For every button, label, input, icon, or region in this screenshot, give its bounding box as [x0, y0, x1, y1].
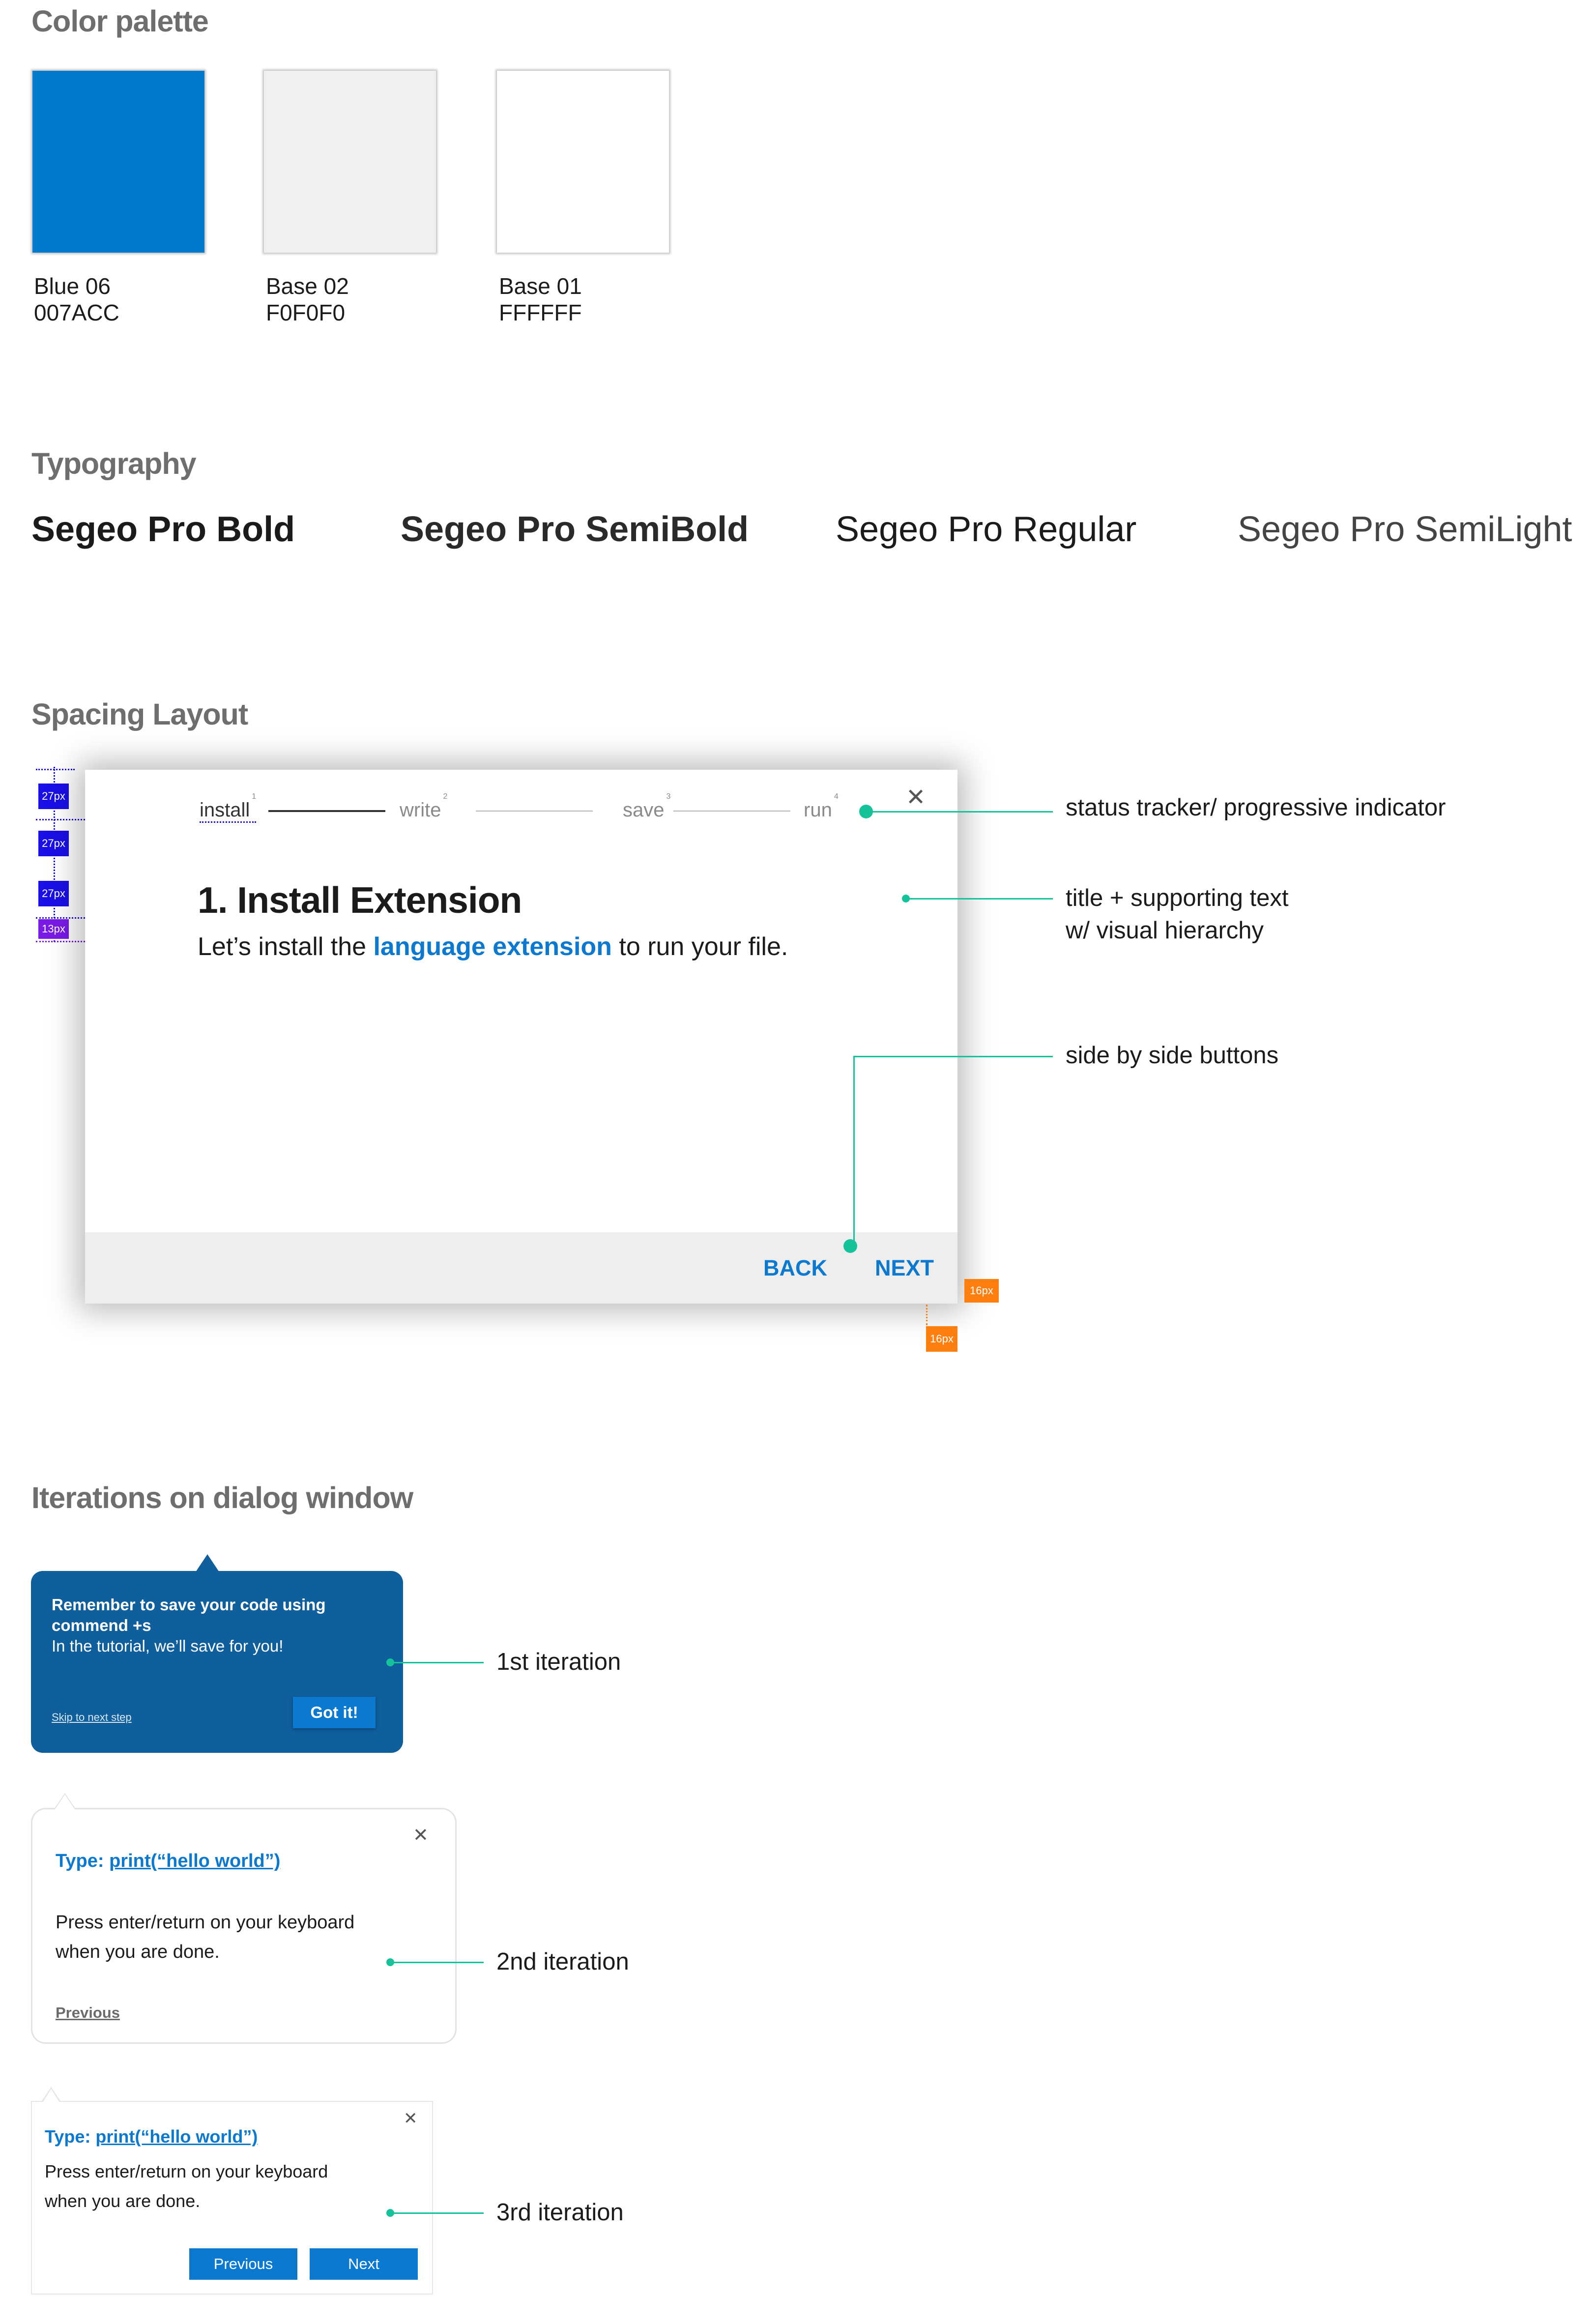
- iteration-1-line3: In the tutorial, we’ll save for you!: [52, 1637, 284, 1655]
- step-connector: [673, 811, 790, 812]
- iteration-1-text: Remember to save your code using commend…: [52, 1595, 326, 1656]
- iteration-3-line2: when you are done.: [45, 2191, 201, 2211]
- close-icon[interactable]: ✕: [404, 2109, 418, 2128]
- step-install[interactable]: install1: [200, 792, 257, 823]
- spacing-guide-orange: [926, 1305, 927, 1325]
- annotation-line: [390, 1662, 484, 1663]
- iteration-1-line2: commend +s: [52, 1616, 151, 1634]
- code-link[interactable]: print(“hello world”): [109, 1851, 281, 1871]
- spacing-marker-27px: 27px: [38, 881, 69, 906]
- previous-link[interactable]: Previous: [56, 2004, 120, 2021]
- dialog-text-prefix: Let’s install the: [198, 932, 374, 961]
- type-label: Type:: [56, 1851, 110, 1871]
- callout-pointer-fill: [55, 1795, 75, 1809]
- section-title-typography: Typography: [31, 447, 197, 480]
- annotation-line: [866, 811, 1053, 813]
- callout-pointer-fill: [43, 2089, 59, 2102]
- back-button[interactable]: BACK: [763, 1255, 827, 1280]
- section-title-spacing-layout: Spacing Layout: [31, 697, 248, 731]
- iteration-3-dialog: ✕ Type: print(“hello world”) Press enter…: [31, 2101, 433, 2295]
- iteration-2-line2: when you are done.: [56, 1942, 220, 1962]
- close-icon[interactable]: ✕: [413, 1825, 429, 1846]
- skip-link[interactable]: Skip to next step: [52, 1711, 132, 1723]
- annotation-buttons: side by side buttons: [1066, 1042, 1279, 1069]
- swatch-name: Base 01: [499, 273, 582, 299]
- annotation-line: [906, 898, 1053, 900]
- annotation-dot: [843, 1239, 857, 1253]
- code-link[interactable]: print(“hello world”): [95, 2126, 258, 2147]
- type-label: Type:: [45, 2126, 96, 2147]
- swatch-label-blue-06: Blue 06 007ACC: [34, 273, 119, 326]
- dialog-footer: BACK NEXT: [85, 1232, 957, 1304]
- swatch-hex: FFFFFF: [499, 300, 582, 325]
- step-write[interactable]: write2: [400, 792, 447, 821]
- previous-button[interactable]: Previous: [189, 2248, 297, 2280]
- iteration-2-dialog: ✕ Type: print(“hello world”) Press enter…: [31, 1808, 457, 2044]
- annotation-line: [390, 1962, 484, 1963]
- iteration-2-label: 2nd iteration: [496, 1948, 629, 1975]
- annotation-tracker: status tracker/ progressive indicator: [1066, 794, 1446, 821]
- swatch-name: Base 02: [266, 273, 349, 299]
- font-sample-regular: Segeo Pro Regular: [836, 510, 1137, 549]
- next-button[interactable]: Next: [310, 2248, 418, 2280]
- font-sample-bold: Segeo Pro Bold: [31, 510, 295, 549]
- step-label: save: [623, 799, 665, 821]
- iteration-3-type: Type: print(“hello world”): [45, 2126, 258, 2147]
- annotation-title: title + supporting text w/ visual hierar…: [1066, 882, 1289, 947]
- iteration-1-line1: Remember to save your code using: [52, 1596, 326, 1614]
- step-number: 1: [252, 792, 257, 801]
- font-sample-semibold: Segeo Pro SemiBold: [401, 510, 749, 549]
- spacing-marker-13px: 13px: [38, 919, 69, 939]
- step-save[interactable]: save3: [623, 792, 670, 821]
- dialog-title: 1. Install Extension: [198, 879, 522, 921]
- annotation-line: [853, 1056, 1053, 1057]
- section-title-color-palette: Color palette: [31, 4, 209, 38]
- step-number: 2: [443, 792, 448, 801]
- got-it-button[interactable]: Got it!: [293, 1697, 376, 1728]
- dialog-text: Let’s install the language extension to …: [198, 932, 788, 961]
- step-connector-active: [268, 810, 385, 812]
- dialog-text-suffix: to run your file.: [611, 932, 788, 961]
- section-title-iterations: Iterations on dialog window: [31, 1481, 413, 1514]
- swatch-label-base-01: Base 01 FFFFFF: [499, 273, 582, 326]
- step-number: 4: [834, 792, 839, 801]
- iteration-2-line1: Press enter/return on your keyboard: [56, 1912, 355, 1933]
- next-button[interactable]: NEXT: [875, 1255, 934, 1280]
- swatch-base-02: [264, 71, 436, 253]
- swatch-base-01: [497, 71, 669, 253]
- iteration-3-line1: Press enter/return on your keyboard: [45, 2161, 328, 2181]
- iteration-1-label: 1st iteration: [496, 1649, 621, 1675]
- dialog-mockup: install1 write2 save3 run4 ✕ 1. Install …: [85, 770, 957, 1304]
- step-connector: [476, 811, 593, 812]
- step-label: install: [200, 799, 250, 821]
- step-run[interactable]: run4: [804, 792, 839, 821]
- spacing-marker-27px: 27px: [38, 831, 69, 856]
- annotation-title-line1: title + supporting text: [1066, 885, 1289, 911]
- annotation-line: [853, 1056, 855, 1243]
- swatch-label-base-02: Base 02 F0F0F0: [266, 273, 349, 326]
- font-sample-semilight: Segeo Pro SemiLight: [1238, 510, 1572, 549]
- swatch-blue-06: [32, 71, 204, 253]
- swatch-name: Blue 06: [34, 273, 111, 299]
- iteration-2-type: Type: print(“hello world”): [56, 1851, 280, 1872]
- iteration-1-dialog: Remember to save your code using commend…: [31, 1571, 403, 1753]
- spacing-marker-16px: 16px: [926, 1326, 957, 1352]
- swatch-hex: F0F0F0: [266, 300, 346, 325]
- annotation-line: [390, 2212, 484, 2214]
- annotation-title-line2: w/ visual hierarchy: [1066, 917, 1264, 944]
- step-label: write: [400, 799, 441, 821]
- spacing-guide-top: [36, 769, 75, 770]
- iteration-2-text: Press enter/return on your keyboard when…: [56, 1908, 354, 1967]
- swatch-hex: 007ACC: [34, 300, 119, 325]
- spacing-marker-16px: 16px: [964, 1279, 999, 1303]
- language-extension-link[interactable]: language extension: [373, 932, 612, 961]
- spacing-marker-27px: 27px: [38, 784, 69, 809]
- step-number: 3: [666, 792, 671, 801]
- close-icon[interactable]: ✕: [906, 784, 926, 811]
- iteration-3-label: 3rd iteration: [496, 2199, 624, 2226]
- callout-pointer: [196, 1554, 219, 1572]
- iteration-3-text: Press enter/return on your keyboard when…: [45, 2157, 328, 2216]
- step-label: run: [804, 799, 832, 821]
